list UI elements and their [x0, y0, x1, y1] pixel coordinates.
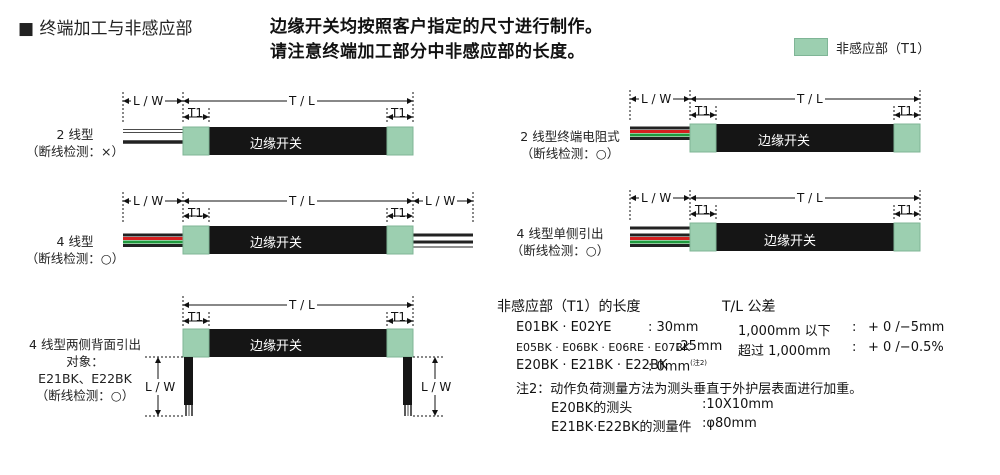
ns-row-3-models: E20BK · E21BK · E22BK — [516, 358, 668, 373]
note2-row-2-value: :φ80mm — [702, 416, 757, 431]
dim-tl: T / L — [795, 92, 825, 106]
label-four-wire: 4 线型（断线检测：○） — [25, 234, 125, 266]
ns-row-2-models: E05BK · E06BK · E06RE · E07BK — [516, 341, 691, 354]
ns-row-1-value: : 30mm — [648, 320, 699, 335]
dim-t1-right: T1 — [391, 106, 406, 120]
headline-line-2: 请注意终端加工部分中非感应部的长度。 — [270, 42, 585, 62]
tol-row-2-sep: : — [852, 340, 857, 355]
dim-t1-left: T1 — [188, 106, 203, 120]
note2-row-1-value: :10X10mm — [702, 397, 774, 412]
non-sensing-length-title: 非感应部（T1）的长度 — [497, 299, 641, 315]
dim-t1-left: T1 — [695, 203, 710, 217]
non-sensing-right — [386, 225, 414, 255]
label-two-wire: 2 线型（断线检测：×） — [26, 127, 124, 159]
dim-tl: T / L — [795, 191, 825, 205]
switch-body — [690, 124, 920, 152]
non-sensing-right — [893, 123, 921, 153]
dim-t1-right: T1 — [898, 104, 913, 118]
diagram-two-wire — [122, 92, 414, 156]
non-sensing-left — [689, 222, 717, 252]
switch-body — [183, 127, 413, 155]
switch-label-1: 边缘开关 — [250, 137, 303, 152]
switch-label-5: 边缘开关 — [764, 234, 817, 249]
dim-lw: L / W — [639, 92, 674, 106]
dim-tl: T / L — [287, 94, 317, 108]
tol-row-2-range: 超过 1,000mm — [738, 344, 831, 359]
dim-lw-vertical-right: L / W — [421, 379, 452, 395]
dim-t1-left: T1 — [188, 206, 203, 220]
ns-row-2-value: :25mm — [676, 339, 723, 354]
dim-t1-right: T1 — [391, 310, 406, 324]
non-sensing-left — [689, 123, 717, 153]
tolerance-title: T/L 公差 — [722, 299, 776, 315]
switch-label-4: 边缘开关 — [758, 134, 811, 149]
label-four-wire-single: 4 线型单侧引出（断线检测：○） — [510, 226, 610, 258]
legend-label: 非感应部（T1） — [836, 42, 931, 57]
non-sensing-left — [182, 126, 210, 156]
tol-row-1-range: 1,000mm 以下 — [738, 324, 831, 339]
diagram-two-wire-resistor — [629, 90, 921, 153]
tol-row-1-sep: : — [852, 320, 857, 335]
dim-t1-right: T1 — [391, 206, 406, 220]
non-sensing-left — [182, 328, 210, 358]
tol-row-2-value: + 0 /−0.5% — [868, 340, 944, 355]
dim-t1-right: T1 — [898, 203, 913, 217]
non-sensing-right — [386, 328, 414, 358]
ns-row-3-value: : 0mm(注2) — [648, 359, 708, 375]
switch-label-2: 边缘开关 — [250, 236, 303, 251]
dim-lw: L / W — [639, 191, 674, 205]
non-sensing-right — [386, 126, 414, 156]
dim-lw: L / W — [131, 194, 166, 208]
switch-label-3: 边缘开关 — [250, 339, 303, 354]
section-title: ■ 终端加工与非感应部 — [18, 19, 193, 39]
non-sensing-right — [893, 222, 921, 252]
dim-lw-vertical-left: L / W — [145, 379, 176, 395]
headline-line-1: 边缘开关均按照客户指定的尺寸进行制作。 — [270, 17, 603, 37]
note2-row-1-label: E20BK的测头 — [551, 401, 633, 416]
diagram-four-wire — [122, 192, 474, 255]
dim-tl: T / L — [287, 298, 317, 312]
dim-t1-left: T1 — [188, 310, 203, 324]
diagram-four-wire-both-back — [145, 296, 445, 417]
dim-lw: L / W — [423, 194, 458, 208]
switch-body — [183, 226, 413, 254]
label-two-wire-resistor: 2 线型终端电阻式（断线检测：○） — [520, 129, 620, 161]
legend-swatch — [794, 38, 828, 56]
ns-row-1-models: E01BK · E02YE — [516, 320, 612, 335]
dim-tl: T / L — [287, 194, 317, 208]
non-sensing-left — [182, 225, 210, 255]
note2-text: 注2：动作负荷测量方法为测头垂直于外护层表面进行加重。 — [516, 382, 863, 397]
label-four-wire-both-back: 4 线型两侧背面引出对象： E21BK、E22BK（断线检测：○） — [29, 337, 141, 403]
note2-row-2-label: E21BK·E22BK的测量件 — [551, 420, 692, 435]
tol-row-1-value: + 0 /−5mm — [868, 320, 945, 335]
dim-lw: L / W — [131, 94, 166, 108]
switch-body — [690, 223, 920, 251]
diagram-four-wire-single — [629, 190, 921, 252]
dim-t1-left: T1 — [695, 104, 710, 118]
switch-body — [183, 329, 413, 357]
